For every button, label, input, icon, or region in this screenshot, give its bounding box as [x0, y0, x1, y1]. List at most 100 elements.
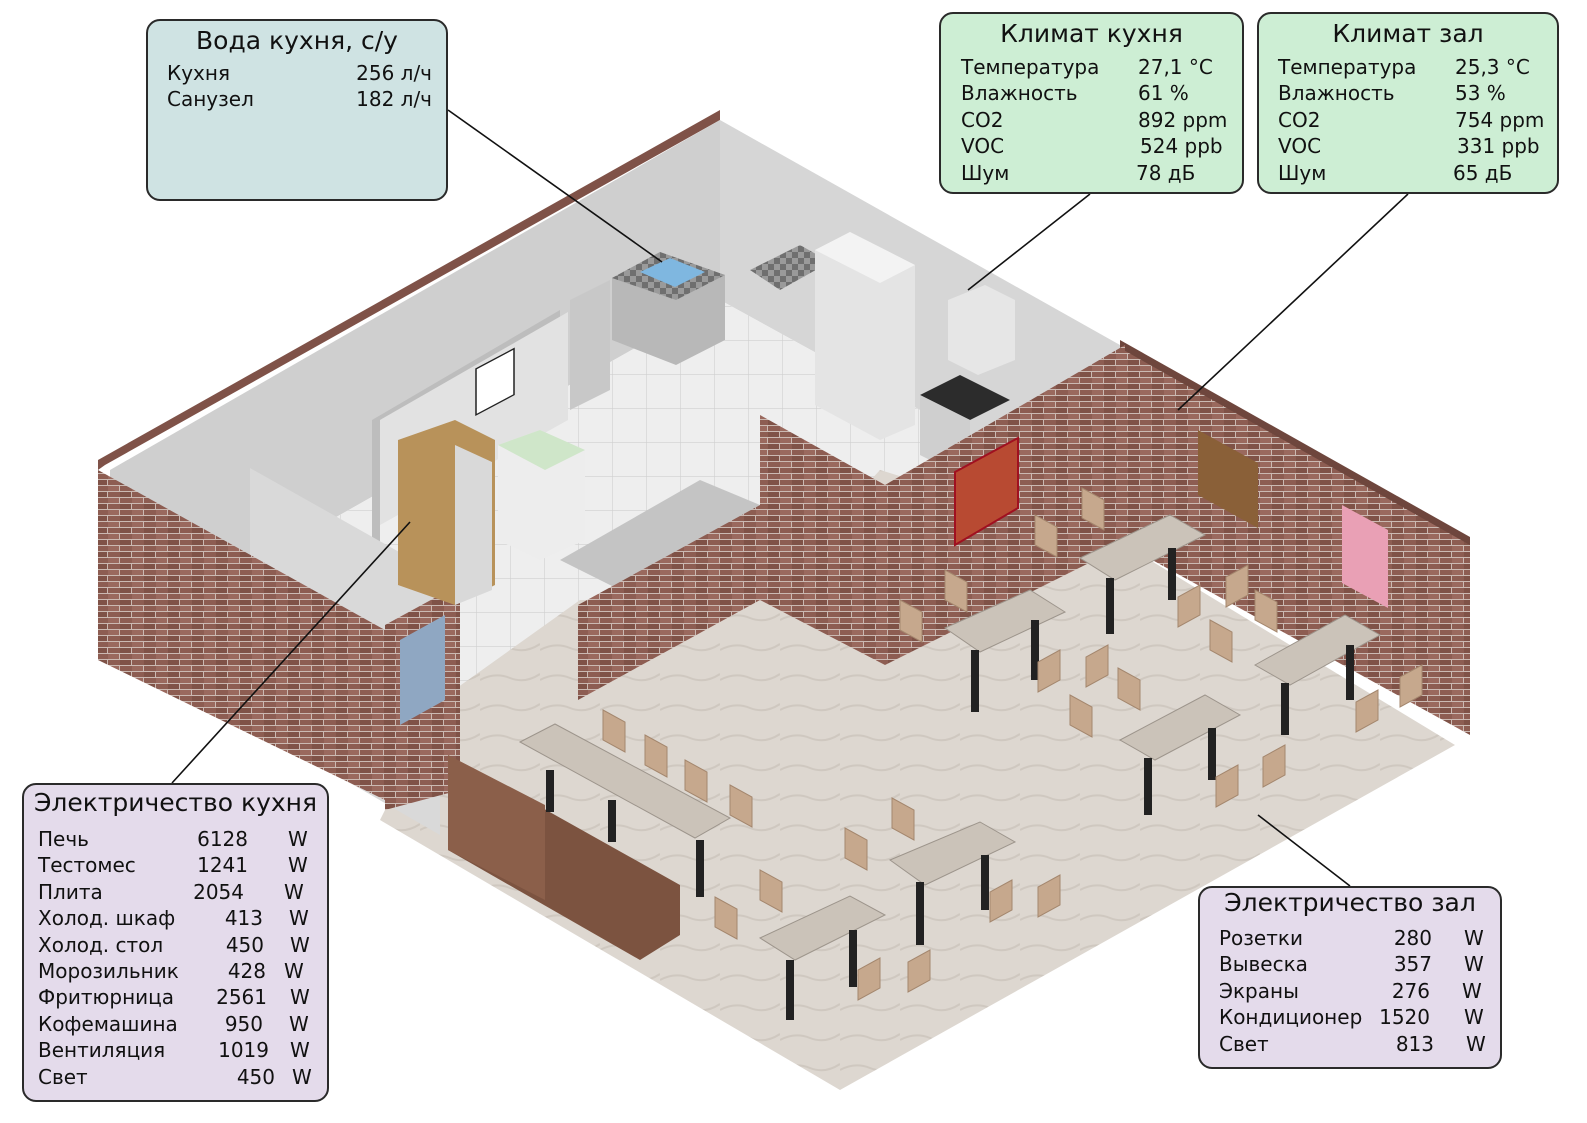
electric-label: Плита	[38, 879, 103, 904]
electric-value: 428	[227, 958, 266, 983]
electric-unit: W	[284, 879, 304, 904]
electric-unit: W	[292, 1064, 312, 1089]
electric-unit: W	[1466, 1031, 1486, 1056]
table-5	[1078, 514, 1207, 581]
climate-row: CO2 892 ppm	[941, 107, 1242, 133]
chair	[1355, 689, 1379, 733]
chair	[1262, 744, 1286, 788]
climate-label: CO2	[1278, 107, 1321, 132]
chair	[1085, 644, 1109, 688]
chair	[944, 569, 968, 613]
electric-unit: W	[290, 985, 310, 1010]
wall-screen	[475, 347, 515, 417]
electric-label: Холод. стол	[38, 932, 164, 957]
electric-value: 280	[1393, 926, 1432, 950]
hall-chairs	[602, 487, 1423, 1001]
electric-row: Морозильник 428 W	[24, 958, 327, 984]
climate-value: 25,3 °C	[1455, 55, 1530, 79]
electric-unit: W	[290, 932, 310, 957]
chair	[1034, 514, 1058, 558]
electric-unit: W	[288, 827, 308, 851]
electric-label: Вывеска	[1219, 952, 1308, 977]
electric-label: Морозильник	[38, 958, 179, 983]
climate-label: Температура	[961, 55, 1100, 79]
leader-climate-kitchen	[967, 193, 1091, 291]
climate-value: 27,1 °C	[1138, 55, 1213, 79]
drinks-cabinet-front	[455, 445, 492, 605]
electric-label: Вентиляция	[38, 1038, 166, 1063]
water-panel: Вода кухня, с/у Кухня 256 л/ч Санузел 18…	[146, 19, 448, 201]
climate-row: CO2 754 ppm	[1259, 107, 1557, 133]
climate-label: VOC	[1278, 134, 1322, 159]
electric-value: 6128	[197, 827, 248, 851]
climate-label: CO2	[961, 107, 1004, 132]
chair	[1069, 694, 1093, 738]
chair	[714, 896, 738, 940]
chair	[1225, 564, 1249, 608]
electric-unit: W	[1464, 952, 1484, 977]
leader-water	[447, 109, 663, 263]
leader-electric-kitchen	[171, 521, 411, 784]
electric-label: Свет	[38, 1064, 88, 1089]
kitchen-inner-wall-1	[372, 310, 560, 660]
climate-value: 53 %	[1455, 81, 1506, 106]
climate-value: 892 ppm	[1138, 107, 1228, 132]
electric-value: 450	[236, 1064, 275, 1089]
electric-row: Свет 450 W	[24, 1064, 327, 1090]
chair	[759, 869, 783, 913]
hood	[948, 285, 1015, 375]
electric-value: 950	[224, 1011, 263, 1036]
chair	[644, 734, 668, 778]
chair	[1081, 487, 1105, 531]
electric-label: Кондиционер	[1219, 1005, 1363, 1030]
electric-row: Розетки 280 W	[1200, 925, 1500, 951]
back-left-wall	[98, 110, 720, 470]
climate-row: Влажность 53 %	[1259, 80, 1557, 106]
hall-tables	[518, 514, 1382, 961]
climate-row: Температура 27,1 °C	[941, 54, 1242, 80]
electric-label: Тестомес	[38, 853, 136, 878]
electric-kitchen-title: Электричество кухня	[33, 788, 318, 817]
chair	[989, 879, 1013, 923]
climate-label: Влажность	[1278, 81, 1395, 106]
electric-unit: W	[284, 958, 304, 983]
table-4	[943, 589, 1067, 653]
chair	[1215, 764, 1239, 808]
sofa-top	[448, 755, 545, 900]
water-label: Кухня	[167, 61, 230, 85]
electric-value: 450	[225, 932, 264, 957]
climate-kitchen-title: Климат кухня	[1000, 19, 1183, 48]
hall-partition-main	[760, 415, 885, 665]
climate-value: 331 ppb	[1457, 134, 1540, 159]
rack-shelves	[570, 280, 610, 410]
water-panel-title: Вода кухня, с/у	[196, 26, 398, 55]
left-outer-wall	[98, 470, 385, 800]
electric-unit: W	[290, 1038, 310, 1063]
serving-table	[560, 480, 760, 590]
table-legs	[546, 548, 1354, 1020]
electric-unit: W	[1464, 1005, 1484, 1030]
hall-partition-low	[578, 505, 760, 700]
table-6	[1118, 694, 1242, 761]
leader-climate-hall	[1177, 193, 1409, 411]
climate-label: Шум	[961, 160, 1010, 185]
electric-label: Розетки	[1219, 926, 1303, 950]
electric-value: 276	[1391, 978, 1430, 1003]
stove	[920, 375, 1010, 420]
climate-value: 524 ppb	[1140, 134, 1223, 159]
climate-value: 754 ppm	[1455, 107, 1545, 132]
electric-label: Свет	[1219, 1031, 1269, 1056]
chair	[684, 759, 708, 803]
electric-unit: W	[1464, 926, 1484, 950]
electric-label: Экраны	[1219, 978, 1299, 1003]
